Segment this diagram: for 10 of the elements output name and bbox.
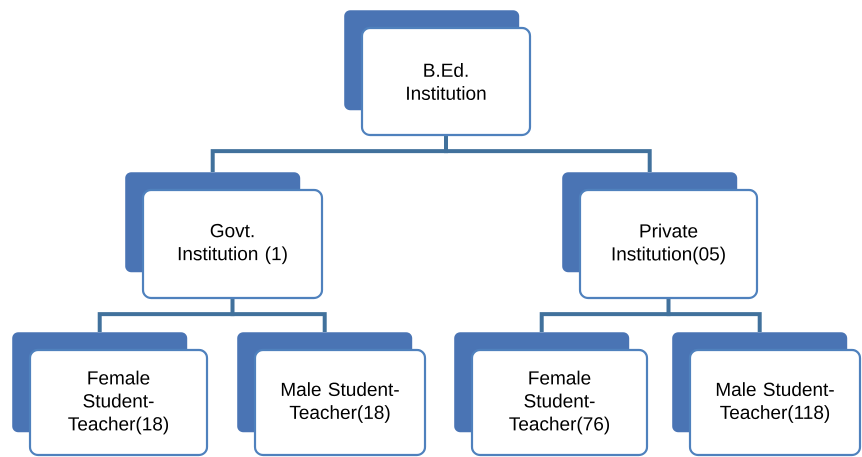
connector [444,136,652,172]
org-box: Govt. Institution (1) [125,172,324,300]
org-box: B.Ed. Institution [344,10,532,136]
org-box: Male Student-Teacher(18) [237,332,426,456]
connector [666,299,762,332]
org-box: Female Student-Teacher(76) [454,332,648,456]
org-box: Female Student-Teacher(18) [12,332,208,456]
org-box: Male Student-Teacher(118) [672,332,862,456]
connector [230,299,327,332]
org-box: Private Institution(05) [562,172,758,300]
